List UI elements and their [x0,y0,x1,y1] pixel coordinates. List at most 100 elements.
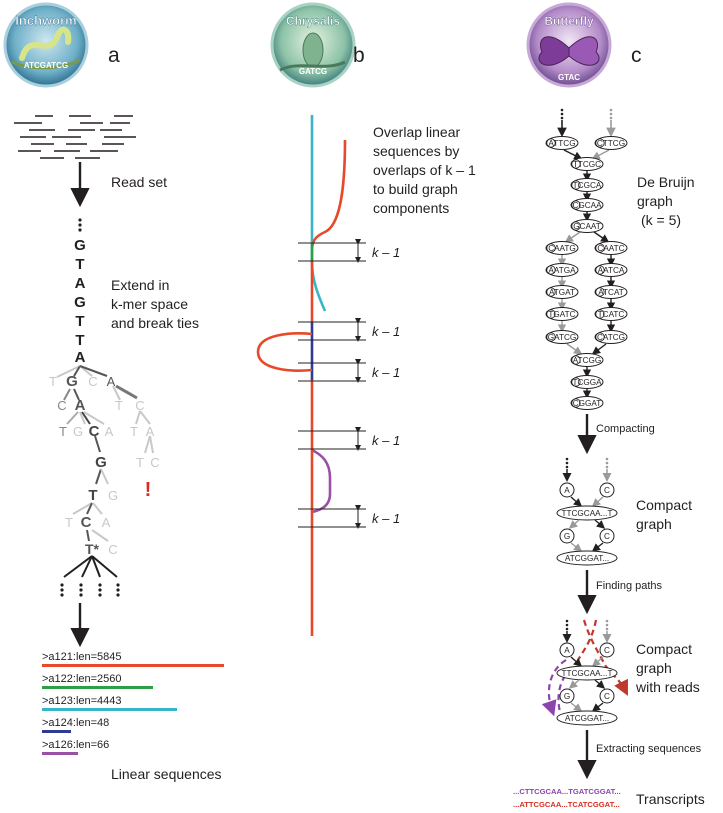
read-set-label: Read set [111,174,167,190]
debruijn-node-label: CGGAT [573,399,602,408]
reads-graph-line: Compact [636,641,692,657]
tree-base: C [81,514,92,531]
tree-base: G [108,488,118,503]
debruijn-node-label: TCATC [598,310,625,319]
reads-graph-line: with reads [635,679,700,695]
tree-base: T [136,455,144,470]
transcripts-label: Transcripts [636,791,705,807]
compact-node-c2: C [604,532,610,541]
extend-label-line1: Extend in [111,277,169,293]
compact-node-a: A [564,486,570,495]
tree-base: C [88,374,97,389]
inchworm-badge-title: Inchworm [15,13,76,28]
tree-base: C [135,398,144,413]
transcript-seq: ...ATTCGCAA...TCATCGGAT... [513,800,620,809]
debruijn-node-label: CAATG [548,244,576,253]
node-first-base-ring [571,377,581,387]
sequence-bar [42,664,224,667]
sequence-label: >a123:len=4443 [42,695,122,707]
debruijn-graph [557,108,616,399]
debruijn-node-label: GCAAT [573,222,601,231]
de-bruijn-label: De Bruijn graph (k = 5) [637,174,695,228]
extend-label-line2: k-mer space [111,296,188,312]
tree-base: C [89,423,100,440]
transcript-seq: ...CTTCGCAA...TGATCGGAT... [513,787,621,796]
compact-node-mid: TTCGCAA...T [562,509,613,518]
compact-graph: A C TTCGCAA...T G C ATCGGAT... [556,457,618,566]
panel-a-letter: a [108,44,120,67]
extend-label-line3: and break ties [111,315,199,331]
node-first-base-ring [546,332,556,342]
overlap-line: Overlap linear [373,124,460,140]
sequence-label: >a126:len=66 [42,739,109,751]
debruijn-node-label: TCGCA [573,181,602,190]
k-minus-one-label: k – 1 [372,365,400,380]
debruijn-node-label: AATGA [548,266,576,275]
reads-graph-label: Compact graph with reads [635,641,700,695]
linear-sequences-label: Linear sequences [111,766,222,782]
node-first-base-ring [546,243,556,253]
debruijn-node-label: GATCG [548,333,577,342]
chrysalis-badge: Chrysalis GATCG [270,2,356,88]
node-first-base-ring [571,180,581,190]
k-minus-one-label: k – 1 [372,324,400,339]
node-first-base-ring [595,309,605,319]
k-minus-one-labels: k – 1 k – 1 k – 1 k – 1 k – 1 [372,245,400,526]
node-first-base-ring [571,355,581,365]
kmer-base: T [75,332,84,349]
kmer-base: A [75,349,86,366]
tree-base: T [130,424,138,439]
transcripts: ...CTTCGCAA...TGATCGGAT... ...ATTCGCAA..… [513,787,705,809]
tree-base: T [49,374,57,389]
debruijn-node-label: ATCAT [598,288,624,297]
panel-b-letter: b [353,44,365,67]
debruijn-node-label: ATCGG [573,356,602,365]
reads-node-mid: TTCGCAA...T [562,669,613,678]
reads-node-bottom: ATCGGAT... [565,714,609,723]
panel-b: Chrysalis GATCG b [256,2,476,636]
debruijn-node-label: TTCGC [573,160,601,169]
tree-base: A [105,424,114,439]
kmer-path: G T A G T T A [74,237,86,366]
debruijn-node-label: AATCA [598,266,625,275]
k-minus-one-label: k – 1 [372,433,400,448]
k-minus-one-label: k – 1 [372,511,400,526]
compact-graph-label: Compact graph [636,497,692,532]
tree-base: C [57,398,66,413]
butterfly-badge-letters: GTAC [558,73,580,82]
debruijn-node-label: TCGGA [572,378,602,387]
compact-graph-line: Compact [636,497,692,513]
node-first-base-ring [546,138,556,148]
tree-base: C [108,542,117,557]
compact-node-c: C [604,486,610,495]
debruijn-node-label: ATGAT [549,288,575,297]
chrysalis-badge-title: Chrysalis [286,14,340,28]
debruijn-node-label: CATCG [597,333,625,342]
debruijn-node-label: CGCAA [572,201,602,210]
kmer-base: T [75,256,84,273]
tree-base: T [65,515,73,530]
sequence-label: >a122:len=2560 [42,673,122,685]
de-bruijn-line: De Bruijn [637,174,695,190]
kmer-dots [78,218,82,232]
node-first-base-ring [546,265,556,275]
de-bruijn-line: graph [637,193,673,209]
kmer-base: G [74,294,86,311]
debruijn-node-label: CTTCG [597,139,625,148]
tie-break-tree [56,365,154,578]
finding-paths-label: Finding paths [596,580,663,592]
node-first-base-ring [546,287,556,297]
sequence-bar [42,730,71,733]
node-first-base-ring [571,398,581,408]
butterfly-badge-title: Butterfly [544,14,594,28]
k-minus-one-label: k – 1 [372,245,400,260]
sequence-bar [42,708,177,711]
dead-end-mark: ! [145,479,152,501]
de-bruijn-line: (k = 5) [641,212,681,228]
continuation-dots [60,583,120,597]
kmer-base: A [75,275,86,292]
panel-a: Inchworm ATCGATCG a Read set G T A G T T [3,2,224,782]
panel-c: Butterfly GTAC c [513,2,705,809]
node-first-base-ring [595,287,605,297]
